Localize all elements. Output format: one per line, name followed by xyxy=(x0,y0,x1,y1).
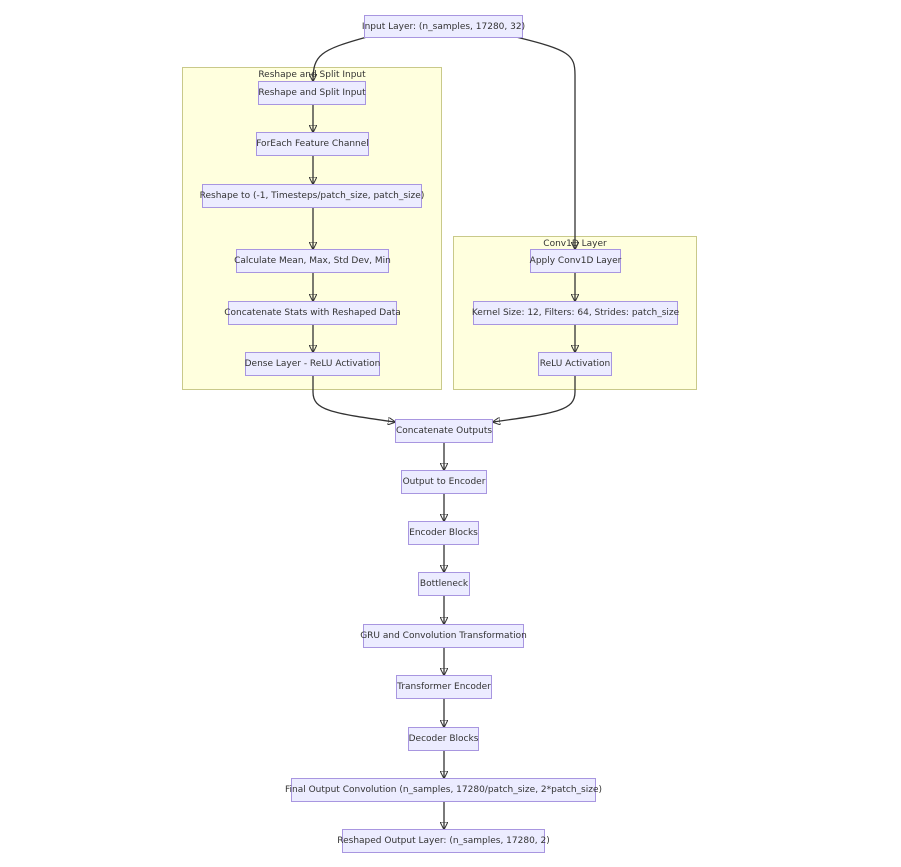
node-final-output-convolution[interactable]: Final Output Convolution (n_samples, 172… xyxy=(285,778,602,802)
node-reshape-to[interactable]: Reshape to (-1, Timesteps/patch_size, pa… xyxy=(199,184,425,208)
node-label: Concatenate Outputs xyxy=(395,426,493,436)
node-label: Input Layer: (n_samples, 17280, 32) xyxy=(361,21,526,32)
edge-input-to-conv1d xyxy=(515,36,575,249)
node-transformer-encoder[interactable]: Transformer Encoder xyxy=(396,675,492,699)
node-label: Final Output Convolution (n_samples, 172… xyxy=(284,785,603,795)
node-label: Apply Conv1D Layer xyxy=(529,256,622,266)
node-foreach-feature-channel[interactable]: ForEach Feature Channel xyxy=(256,132,369,156)
node-reshaped-output-layer[interactable]: Reshaped Output Layer: (n_samples, 17280… xyxy=(337,829,550,853)
node-label: Reshape to (-1, Timesteps/patch_size, pa… xyxy=(199,191,425,201)
node-label: Encoder Blocks xyxy=(409,528,478,538)
edge-input-to-reshape xyxy=(313,36,368,81)
node-concatenate-stats[interactable]: Concatenate Stats with Reshaped Data xyxy=(224,301,401,325)
node-label: Kernel Size: 12, Filters: 64, Strides: p… xyxy=(471,308,680,318)
node-dense-relu[interactable]: Dense Layer - ReLU Activation xyxy=(245,352,380,376)
edge-dense-to-concatoutputs xyxy=(312,376,395,422)
node-label: Decoder Blocks xyxy=(408,734,479,744)
node-label: Bottleneck xyxy=(419,579,469,589)
node-apply-conv1d[interactable]: Apply Conv1D Layer xyxy=(530,249,621,273)
edge-relu-to-concatoutputs xyxy=(493,376,576,422)
node-output-to-encoder[interactable]: Output to Encoder xyxy=(401,470,487,494)
node-label: Dense Layer - ReLU Activation xyxy=(244,359,381,369)
node-label: Output to Encoder xyxy=(402,477,486,487)
node-reshape-split-input[interactable]: Reshape and Split Input xyxy=(258,81,366,105)
node-label: ForEach Feature Channel xyxy=(256,139,369,149)
node-decoder-blocks[interactable]: Decoder Blocks xyxy=(408,727,479,751)
node-label: Reshape and Split Input xyxy=(258,88,366,98)
node-bottleneck[interactable]: Bottleneck xyxy=(418,572,470,596)
node-label: GRU and Convolution Transformation xyxy=(360,631,527,641)
node-calculate-stats[interactable]: Calculate Mean, Max, Std Dev, Min xyxy=(234,249,391,273)
node-label: Calculate Mean, Max, Std Dev, Min xyxy=(234,256,391,266)
node-kernel-size[interactable]: Kernel Size: 12, Filters: 64, Strides: p… xyxy=(471,301,680,325)
node-label: Concatenate Stats with Reshaped Data xyxy=(224,308,401,318)
node-concatenate-outputs[interactable]: Concatenate Outputs xyxy=(395,419,493,443)
node-encoder-blocks[interactable]: Encoder Blocks xyxy=(408,521,479,545)
node-label: Reshaped Output Layer: (n_samples, 17280… xyxy=(337,836,550,846)
node-gru-convolution[interactable]: GRU and Convolution Transformation xyxy=(360,624,527,648)
node-label: Transformer Encoder xyxy=(397,682,491,692)
node-relu-activation[interactable]: ReLU Activation xyxy=(538,352,612,376)
node-input-layer[interactable]: Input Layer: (n_samples, 17280, 32) xyxy=(361,15,526,38)
node-label: ReLU Activation xyxy=(539,359,611,369)
